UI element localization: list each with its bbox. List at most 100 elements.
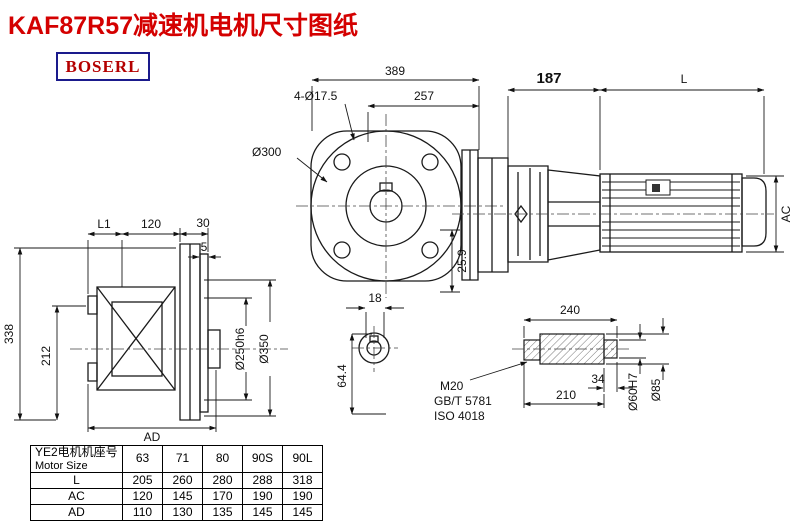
bolt-hole xyxy=(333,153,351,171)
bearing-bosses xyxy=(87,295,98,382)
flange-lip xyxy=(199,253,209,413)
dim-257: 257 xyxy=(367,89,480,142)
table-cell: 145 xyxy=(242,504,283,522)
dim-34: 34 xyxy=(588,362,633,392)
dim-30: 30 xyxy=(179,216,210,252)
extension-lines xyxy=(352,333,386,415)
dim-AC: AC xyxy=(746,175,793,253)
dim-210: 210 xyxy=(523,364,605,408)
row-label: AC xyxy=(30,488,123,506)
dim-85-label: Ø85 xyxy=(649,378,663,401)
dim-64-4-label: 64.4 xyxy=(335,364,349,388)
extension-lines xyxy=(619,339,646,359)
table-cell: 145 xyxy=(282,504,323,522)
table-cell: 110 xyxy=(122,504,163,522)
table-cell: 318 xyxy=(282,472,323,490)
dim-338: 338 xyxy=(2,247,176,421)
bell-housing xyxy=(547,169,601,261)
dim-187-label: 187 xyxy=(536,70,561,87)
table-row: AD 110 130 135 145 145 xyxy=(30,504,323,522)
adapter-plates xyxy=(461,149,479,281)
size-column-header: 90L xyxy=(282,444,323,474)
dim-5: 5 xyxy=(188,240,221,260)
table-cell: 280 xyxy=(202,472,243,490)
dim-250h6-label: Ø250h6 xyxy=(233,327,247,370)
standard-iso-label: ISO 4018 xyxy=(434,409,485,423)
thread-label: M20 xyxy=(440,379,464,393)
dim-L1-label: L1 xyxy=(97,217,111,231)
dim-18: 18 xyxy=(346,291,404,338)
dim-389: 389 xyxy=(311,64,480,150)
dim-210-label: 210 xyxy=(556,388,576,402)
side-view xyxy=(70,243,288,421)
dim-85: Ø85 xyxy=(606,318,669,401)
dim-flange-dia: Ø300 xyxy=(252,145,328,183)
table-cell: 260 xyxy=(162,472,203,490)
dim-60H7: Ø60H7 xyxy=(619,324,646,411)
table-cell: 190 xyxy=(282,488,323,506)
leader-line xyxy=(344,103,355,141)
center-lines xyxy=(352,326,398,372)
header-motor-size-cell: YE2电机机座号 Motor Size xyxy=(30,444,123,474)
dim-L-label: L xyxy=(681,72,688,86)
note-thread: M20 GB/T 5781 ISO 4018 xyxy=(434,361,528,423)
motor-flange-lines xyxy=(609,174,733,252)
standard-gbt-label: GB/T 5781 xyxy=(434,394,492,408)
dim-25-9-label: 25.9 xyxy=(455,249,469,273)
extension-lines xyxy=(606,333,669,365)
extension-lines xyxy=(523,326,618,338)
dim-257-label: 257 xyxy=(414,89,434,103)
table-cell: 288 xyxy=(242,472,283,490)
adapter-housing xyxy=(477,157,509,273)
bolt-hole xyxy=(333,241,351,259)
bolt-holes-label: 4-Ø17.5 xyxy=(294,89,338,103)
dim-L: L xyxy=(599,72,765,174)
extension-lines xyxy=(507,96,601,170)
extension-lines xyxy=(603,362,618,392)
dim-L1-120: L1 120 xyxy=(87,217,181,294)
dim-18-label: 18 xyxy=(368,291,382,305)
header-cn: YE2电机机座号 xyxy=(35,445,118,459)
table-cell: 135 xyxy=(202,504,243,522)
dim-212-label: 212 xyxy=(39,346,53,366)
dim-350-label: Ø350 xyxy=(257,334,271,364)
leader-line xyxy=(296,157,328,183)
cooling-fins xyxy=(602,181,740,247)
plug-icon xyxy=(514,204,528,224)
bolt-hole xyxy=(421,153,439,171)
front-view xyxy=(296,114,504,298)
flange-dia-label: Ø300 xyxy=(252,145,282,159)
size-column-header: 90S xyxy=(242,444,283,474)
dim-AD-label: AD xyxy=(144,430,161,444)
table-row: AC 120 145 170 190 190 xyxy=(30,488,323,506)
dim-34-label: 34 xyxy=(591,372,605,386)
motor-size-table: YE2电机机座号 Motor Size 63 71 80 90S 90L L 2… xyxy=(30,444,323,522)
nameplate-mark xyxy=(652,184,660,192)
shaft-end-view xyxy=(352,326,398,372)
dim-250h6: Ø250h6 xyxy=(204,297,252,401)
dim-AD: AD xyxy=(87,370,217,444)
dim-389-label: 389 xyxy=(385,64,405,78)
inner-housing xyxy=(111,301,163,377)
dim-60H7-label: Ø60H7 xyxy=(626,373,640,411)
dim-350: Ø350 xyxy=(204,279,276,417)
table-cell: 190 xyxy=(242,488,283,506)
table-header-row: YE2电机机座号 Motor Size 63 71 80 90S 90L xyxy=(30,444,323,474)
extension-lines xyxy=(204,279,276,417)
dim-64-4: 64.4 xyxy=(335,333,386,415)
motor-assembly xyxy=(452,149,774,281)
dim-25-9: 25.9 xyxy=(440,229,469,293)
extension-lines xyxy=(87,370,217,432)
extension-lines xyxy=(87,228,181,294)
dim-AC-label: AC xyxy=(779,205,793,222)
dim-bolt-holes: 4-Ø17.5 xyxy=(294,89,355,141)
table-cell: 120 xyxy=(122,488,163,506)
table-cell: 170 xyxy=(202,488,243,506)
row-label: AD xyxy=(30,504,123,522)
dim-30-label: 30 xyxy=(196,216,210,230)
row-label: L xyxy=(30,472,123,490)
table-cell: 130 xyxy=(162,504,203,522)
table-row: L 205 260 280 288 318 xyxy=(30,472,323,490)
extension-lines xyxy=(311,86,480,150)
table-cell: 145 xyxy=(162,488,203,506)
